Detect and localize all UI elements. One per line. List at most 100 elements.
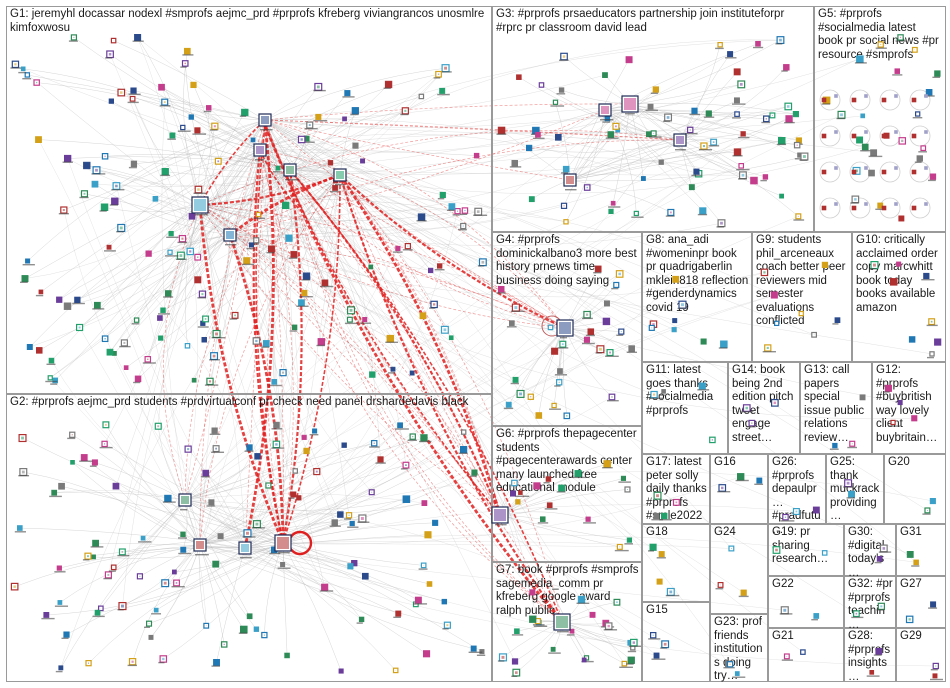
node [916, 155, 923, 162]
edge [339, 68, 446, 176]
edge [289, 169, 588, 341]
avatar-image [620, 331, 622, 333]
avatar-image [751, 422, 753, 424]
node [267, 245, 275, 253]
edge [555, 102, 571, 181]
edge [259, 132, 874, 153]
node [298, 299, 305, 307]
node [911, 133, 917, 139]
node [653, 652, 660, 659]
node-label-mark [459, 213, 468, 215]
node [762, 174, 769, 180]
edge [569, 133, 744, 181]
edge [569, 156, 805, 182]
node [733, 68, 741, 76]
node [821, 205, 827, 211]
avatar-image [609, 351, 611, 354]
node [91, 459, 98, 466]
avatar-image [651, 327, 653, 329]
node-label-mark [781, 659, 793, 661]
node-label-mark [68, 40, 78, 42]
node [779, 193, 784, 199]
node [243, 257, 251, 265]
group-box-g27: G27 [896, 576, 946, 628]
node [352, 142, 359, 149]
node-label-mark [537, 522, 549, 524]
group-label: G4: #prprofs dominickalbano3 more best h… [496, 234, 637, 287]
node-label-mark [165, 255, 179, 257]
avatar-image [407, 245, 409, 247]
group-box-g13: G13: call papers special issue public re… [800, 362, 872, 454]
group-label: G3: #prprofs prsaeducators partnership j… [496, 8, 785, 34]
avatar-image [261, 116, 269, 124]
edge [244, 119, 266, 549]
node [894, 94, 898, 98]
node [250, 137, 256, 143]
node [923, 272, 930, 280]
edge [161, 102, 186, 501]
node-label-mark [717, 491, 731, 493]
node-label-mark [177, 241, 188, 244]
self-loop-edge [909, 89, 931, 111]
node-label-mark [92, 308, 105, 310]
edge [59, 234, 231, 300]
node-label-mark [89, 465, 97, 467]
group-box-g12: G12: #prprofs #buybritish way lovely cli… [872, 362, 946, 454]
node-label-mark [45, 380, 58, 383]
edge [289, 90, 443, 171]
group-label: G31 [900, 526, 922, 538]
edge [604, 109, 738, 115]
node-label-mark [159, 105, 171, 107]
edge [282, 504, 797, 544]
edge [259, 137, 559, 154]
edge [264, 119, 371, 268]
node [271, 378, 278, 385]
node [240, 625, 248, 634]
avatar-image [241, 544, 249, 552]
avatar-image [119, 226, 123, 230]
avatar-image [930, 320, 933, 323]
node-label-mark [35, 294, 44, 297]
node-label-mark [619, 666, 633, 668]
node-label-mark [442, 628, 449, 630]
group-box-g6: G6: #prprofs thepagecenter students #pag… [492, 426, 642, 562]
node-label-mark [180, 66, 187, 68]
node [877, 202, 884, 209]
edge [273, 169, 294, 495]
avatar-image [795, 510, 798, 513]
node-label-mark [651, 519, 663, 521]
avatar-image [316, 85, 320, 89]
node-label-mark [90, 546, 104, 548]
node-label-mark [151, 613, 162, 615]
avatar-image [246, 531, 249, 535]
node [539, 516, 546, 522]
node-label-mark [178, 537, 187, 539]
node [134, 375, 142, 383]
node [881, 133, 887, 139]
avatar-image [108, 53, 112, 56]
edge [113, 499, 186, 568]
node-label-mark [645, 109, 658, 112]
node [733, 97, 740, 104]
node [896, 261, 902, 267]
avatar-image [348, 514, 350, 516]
node-label-mark [160, 174, 171, 177]
avatar-image [275, 443, 278, 446]
group-box-g18: G18 [642, 524, 710, 602]
node [660, 512, 668, 520]
avatar-image [412, 436, 414, 438]
node [420, 434, 428, 442]
node-label-mark [197, 297, 207, 299]
self-loop-edge [819, 161, 841, 183]
node [43, 611, 50, 618]
avatar-image [88, 662, 90, 664]
node [671, 327, 677, 333]
edge [63, 119, 266, 211]
edge [259, 149, 566, 329]
node-label-mark [273, 171, 281, 173]
group-box-g24: G24 [710, 524, 768, 614]
node [693, 168, 700, 175]
avatar-image [537, 620, 539, 622]
avatar-image [196, 256, 199, 259]
